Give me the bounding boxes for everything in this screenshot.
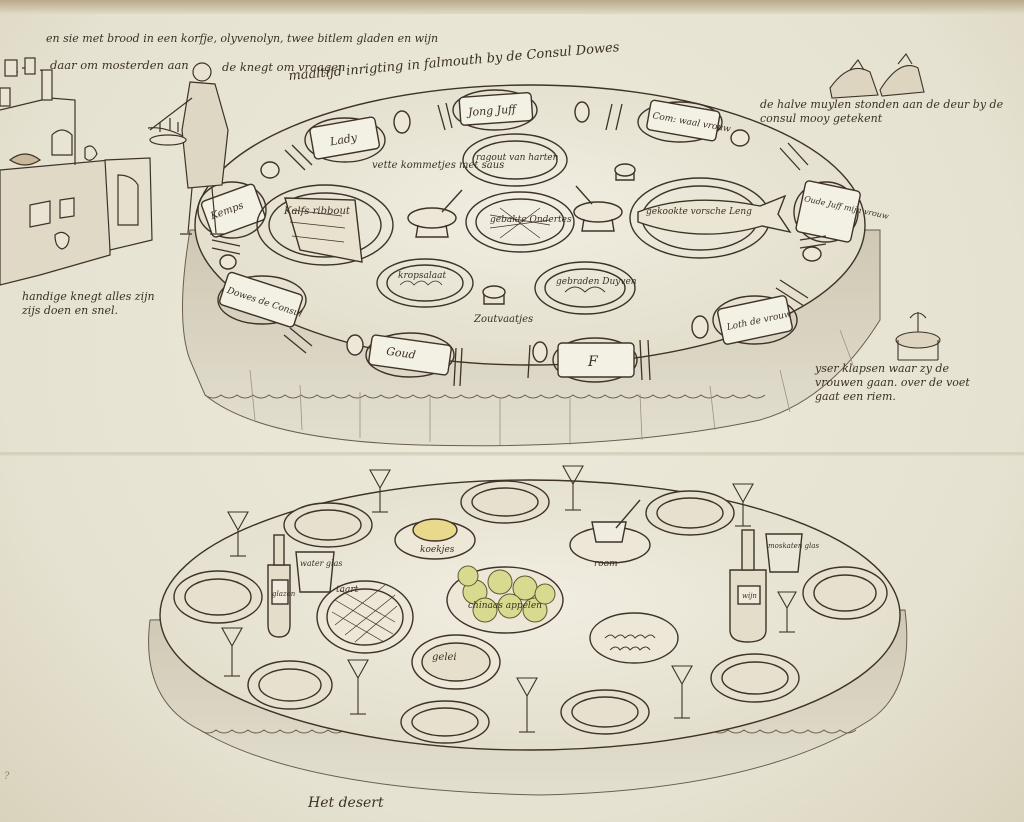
dish-baked-plaice (465, 191, 575, 253)
dish-label-pigeons: gebraden Duyven (556, 277, 637, 287)
sideboard (0, 57, 153, 286)
place-plate (552, 337, 638, 383)
slippers (829, 53, 925, 99)
place-plate (304, 116, 386, 163)
place-plate (637, 99, 723, 143)
salt-cellar (482, 285, 506, 305)
margin-note: ? (4, 771, 10, 782)
dish-label-cream: room (594, 559, 618, 569)
card-jong-juff: Jong Juff (466, 102, 519, 119)
upper-cloth-hem (204, 394, 766, 399)
bottle-left (267, 534, 291, 638)
stem-glasses (221, 465, 797, 733)
dish-biscuits (589, 612, 679, 664)
oranges (457, 565, 556, 623)
dish-boiled-ling (629, 177, 792, 259)
place-plate (365, 332, 455, 378)
dish-label-oranges: chinaas appelen (468, 601, 542, 611)
card-lady: Lady (328, 131, 359, 149)
dish-label-moskaten: moskaten glas (768, 542, 819, 550)
cutlery (211, 102, 827, 387)
bread-rolls (219, 101, 822, 363)
caption-dessert: Het desert (308, 795, 384, 811)
iron-patten (895, 312, 941, 361)
caption-top-left: en sie met brood in een korfje, olyvenol… (46, 32, 439, 45)
dish-label-tart: taart (336, 585, 359, 595)
dish-label-koekjes: koekjes (420, 545, 455, 555)
card-f: F (587, 354, 599, 370)
caption-servant: de knegt om vraagen (222, 60, 346, 74)
upper-table (182, 84, 881, 447)
dish-tart (316, 580, 414, 654)
lower-table (148, 465, 908, 796)
sauce-boat (573, 185, 623, 232)
dish-label-wijn: wijn (742, 592, 757, 600)
page-fold (0, 452, 1024, 456)
dish-ragout (462, 133, 568, 187)
upper-table-top (194, 84, 866, 366)
caption-left-bottom: handige knegt alles zijn zijs doen en sn… (22, 290, 155, 317)
dish-label-plaice: gebakte Ondertes (490, 215, 572, 225)
page-edge (0, 0, 1024, 14)
lower-labels: koekjes chinaas appelen taart gelei room… (272, 542, 819, 663)
dish-label-glazen: glazen (272, 590, 296, 598)
place-plate (793, 180, 861, 243)
dish-label-veal: Kalfs ribbout (283, 206, 351, 217)
sauce-boat (407, 189, 463, 238)
place-plate (712, 295, 798, 345)
dish-label-ragout: ragout van harten (476, 153, 559, 163)
caption-right-bottom: yser klapsen waar zy de vrouwen gaan. ov… (815, 362, 970, 403)
servant-figure (147, 62, 229, 235)
salt-cellar (614, 163, 636, 181)
dish-label-jelly: gelei (432, 652, 457, 663)
dish-label-sauce: vette kommetjes met saus (372, 160, 504, 171)
dish-label-salt: Zoutvaatjes (473, 314, 533, 325)
place-plate (217, 271, 307, 328)
dish-label-lettuce: kropsalaat (398, 271, 447, 281)
dish-pigeons (534, 261, 636, 315)
caption-top-right: de halve muylen stonden aan de deur by d… (760, 98, 1004, 125)
dish-veal-rib (256, 184, 394, 266)
wine-cup (765, 533, 803, 573)
bottle-right (729, 529, 767, 643)
dessert-plates (173, 480, 888, 744)
caption-left-line2: daar om mosterden aan (50, 58, 189, 72)
water-glass (295, 551, 335, 593)
place-plate (197, 181, 267, 239)
dish-lettuce (376, 258, 474, 308)
dish-label-ling: gekookte vorsche Leng (646, 207, 752, 217)
place-plate (452, 89, 538, 131)
card-goud: Goud (385, 345, 416, 362)
dish-label-water: water glas (300, 559, 343, 568)
upper-cloth-folds (249, 329, 856, 445)
